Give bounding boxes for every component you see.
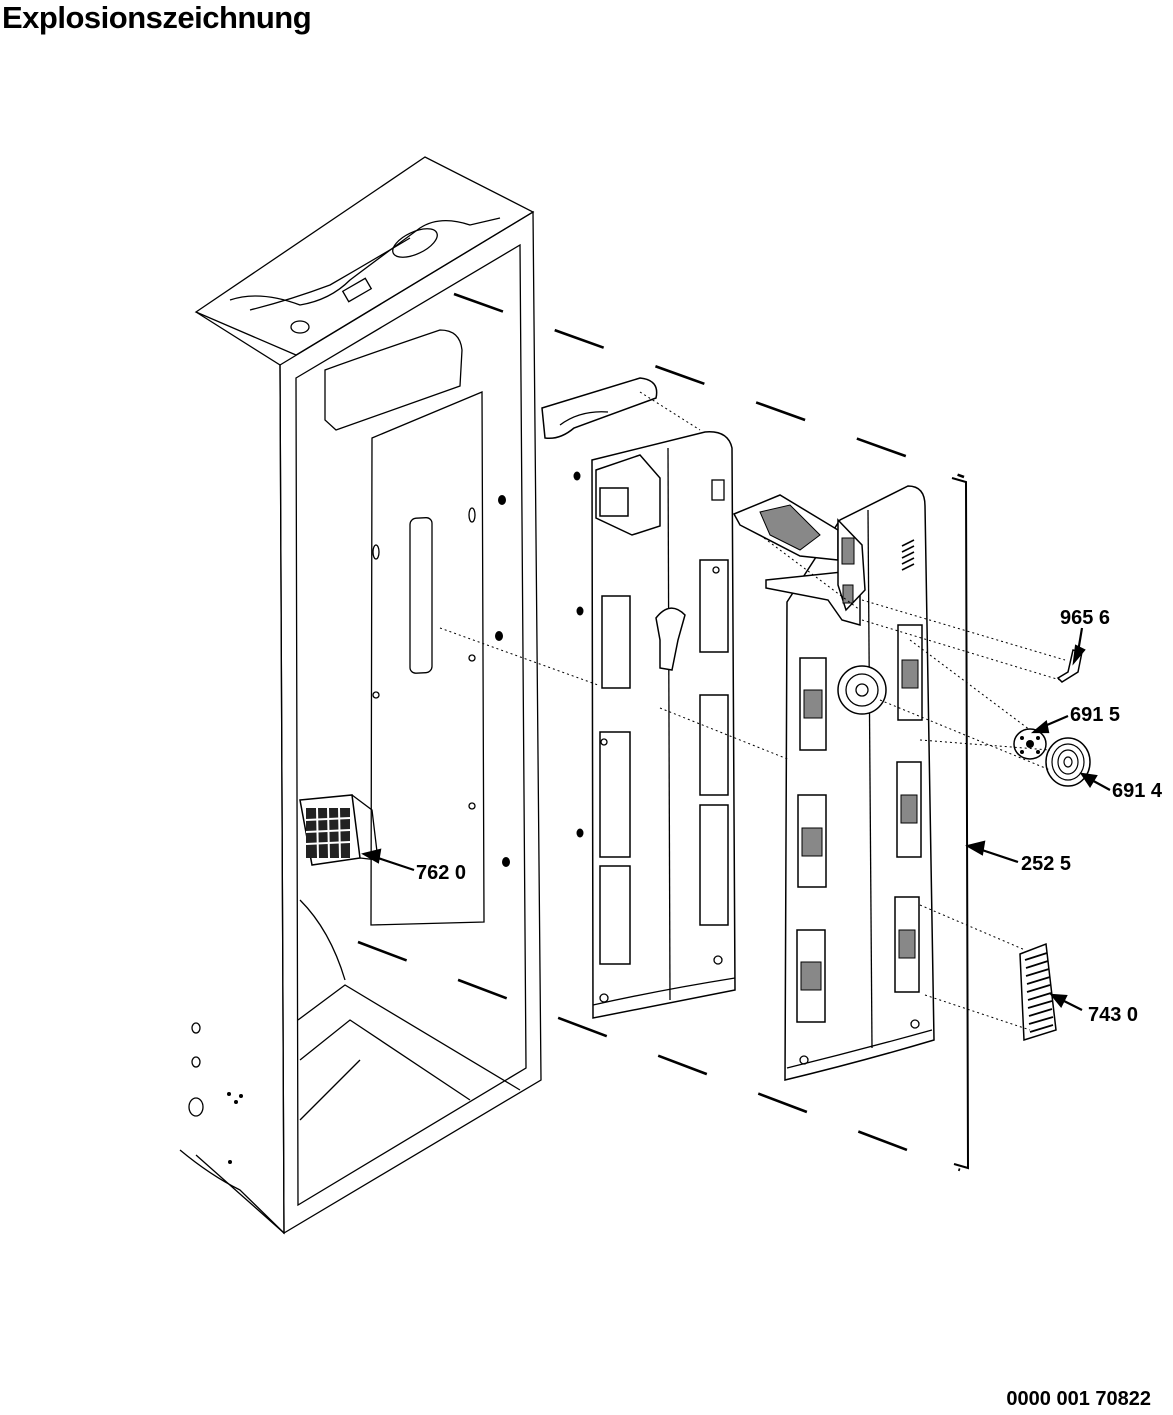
assembly-bracket xyxy=(951,477,970,1170)
label-762-0: 762 0 xyxy=(416,862,466,884)
part-691-5-fan-hub xyxy=(1013,728,1047,760)
label-691-5: 691 5 xyxy=(1070,704,1120,726)
label-691-4: 691 4 xyxy=(1112,780,1163,802)
middle-panel xyxy=(541,377,736,1019)
part-691-4-fan-cover xyxy=(1045,737,1091,787)
label-965-6: 965 6 xyxy=(1060,607,1110,629)
cabinet-body xyxy=(179,156,542,1235)
document-number: 0000 001 70822 xyxy=(1006,1388,1151,1410)
part-743-0-vent-grill xyxy=(1019,942,1057,1042)
label-252-5: 252 5 xyxy=(1021,853,1071,875)
alignment-lines xyxy=(439,391,1066,1031)
assembly-guides xyxy=(357,292,965,1172)
leader-arrows xyxy=(361,627,1111,1011)
label-743-0: 743 0 xyxy=(1088,1004,1138,1026)
page-title: Explosionszeichnung xyxy=(2,0,312,35)
part-labels: 965 6 691 5 691 4 252 5 762 0 743 0 xyxy=(416,607,1163,1026)
front-cover-panel-252-5 xyxy=(732,485,935,1081)
filter-part-762-0 xyxy=(299,794,379,866)
screws xyxy=(495,471,584,867)
